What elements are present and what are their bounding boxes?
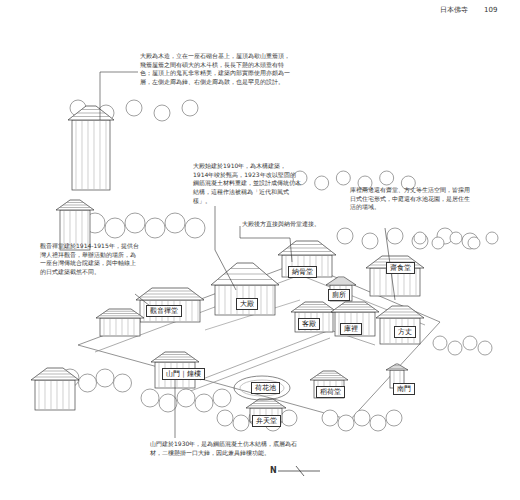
building-name: 荷花池: [255, 384, 276, 392]
north-mark: N: [270, 465, 277, 477]
building-name: 方丈: [398, 328, 412, 336]
building-label: 大殿: [236, 298, 258, 310]
callout-note: 觀音禪堂建於1914-1915年，提供台灣人禮拜觀音，舉辦活動的場所，為一座台灣…: [40, 242, 140, 277]
building-label: 山門｜鐘樓: [162, 368, 205, 380]
building-name: 山門｜鐘樓: [166, 370, 201, 378]
building-label: 方丈: [394, 326, 416, 338]
building-name: 稻荷堂: [320, 388, 341, 396]
building-name: 南門: [397, 385, 411, 393]
building-label: 齋食堂: [386, 262, 415, 274]
callout-note: 庫裡兩邊還有齋堂、方丈等生活空間，皆採用日式住宅形式，中庭還有水池花園，是居住生…: [350, 186, 472, 212]
building-name: 納骨堂: [292, 268, 313, 276]
leader-lines: [100, 72, 395, 438]
page-number: 109: [484, 5, 497, 15]
building-label: 客殿: [298, 318, 320, 330]
building-label: 稻荷堂: [316, 386, 345, 398]
running-header: 日本佛寺: [440, 5, 468, 15]
building-name: 齋食堂: [390, 264, 411, 272]
north-arrow: [278, 466, 320, 476]
building-name: 客殿: [302, 320, 316, 328]
building-label: 弁天堂: [252, 415, 281, 427]
building-label: 庫裡: [340, 323, 362, 335]
building-name: 廁所: [332, 291, 346, 299]
building-label: 納骨堂: [288, 266, 317, 278]
building-name: 觀音禪堂: [150, 307, 178, 315]
building-label: 廁所: [328, 289, 350, 301]
building-label: 觀音禪堂: [146, 305, 182, 317]
building-name: 大殿: [240, 300, 254, 308]
building-label: 荷花池: [251, 382, 280, 394]
building-name: 弁天堂: [256, 417, 277, 425]
buildings: [31, 106, 424, 422]
building-label: 南門: [393, 383, 415, 395]
pond: [234, 376, 290, 400]
callout-note: 大殿始建於1910年，為木構建築，1914年竣於甄高，1923年改以堅固的鋼筋混…: [193, 162, 301, 205]
callout-note: 山門建於1930年，是為鋼筋混凝土仿木結構，底層為石材，二樓懸掛一口大鐘，因此兼…: [150, 440, 300, 457]
building-name: 庫裡: [344, 325, 358, 333]
site-outline: [78, 262, 440, 420]
callout-note: 大殿後方直接與納骨堂連接。: [242, 220, 352, 229]
callout-note: 大殿為木造，立在一座石砌台基上，屋頂為歇山重簷頂，飛簷屋簷之間有碩大的木斗栱，長…: [140, 52, 290, 87]
